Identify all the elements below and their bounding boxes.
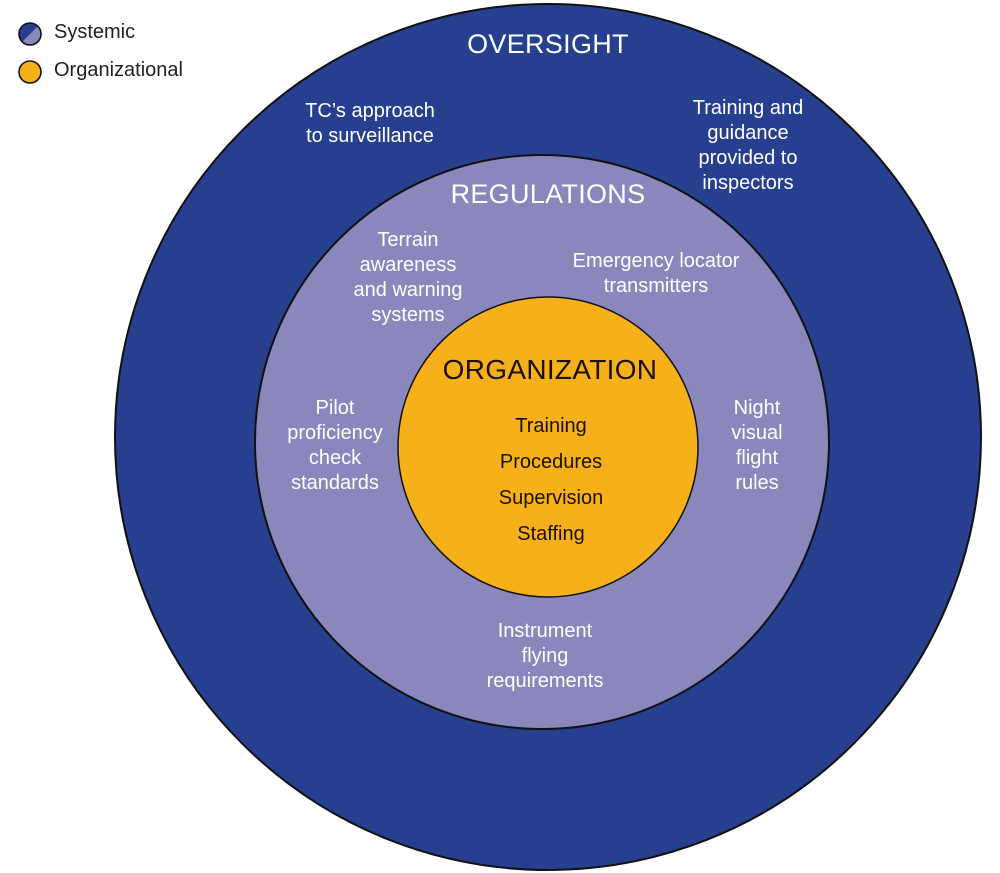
label-line: to surveillance — [306, 125, 434, 147]
organization-circle — [397, 296, 699, 598]
label-line: Night — [733, 397, 781, 419]
label-line: requirements — [486, 670, 604, 692]
regulations-title: REGULATIONS — [450, 179, 646, 209]
label-line: Terrain — [377, 229, 439, 251]
label-line: provided to — [698, 147, 798, 169]
organization-item-supervision: Supervision — [498, 487, 604, 509]
label-line: Pilot — [315, 397, 355, 419]
legend-item-organizational: Organizational — [54, 59, 183, 82]
label-line: check — [308, 447, 362, 469]
label-line: standards — [291, 472, 379, 494]
oversight-item-surveillance: TC’s approach to surveillance — [305, 99, 435, 149]
organization-item-staffing: Staffing — [517, 523, 585, 545]
regulations-item-ifr: Instrument flying requirements — [487, 619, 604, 694]
label-line: TC’s approach — [305, 100, 435, 122]
organization-item-training: Training — [515, 415, 587, 437]
label-line: guidance — [707, 122, 789, 144]
label-line: flying — [521, 645, 569, 667]
organizational-legend-icon — [18, 60, 42, 84]
organization-item-procedures: Procedures — [499, 451, 603, 473]
regulations-item-elt: Emergency locator transmitters — [573, 249, 740, 299]
oversight-title: OVERSIGHT — [467, 29, 629, 59]
systemic-legend-icon — [18, 22, 42, 46]
label-line: Instrument — [497, 620, 593, 642]
label-line: Emergency locator — [572, 250, 740, 272]
label-line: transmitters — [603, 275, 709, 297]
label-line: Training and — [692, 97, 804, 119]
legend-item-systemic: Systemic — [54, 21, 135, 44]
organization-title: ORGANIZATION — [442, 354, 658, 385]
oversight-item-inspector-training: Training and guidance provided to inspec… — [693, 96, 803, 196]
legend-label: Organizational — [54, 59, 183, 81]
label-line: systems — [371, 304, 445, 326]
label-line: flight — [735, 447, 779, 469]
label-line: rules — [735, 472, 779, 494]
label-line: awareness — [359, 254, 457, 276]
legend-label: Systemic — [54, 21, 136, 43]
regulations-item-taws: Terrain awareness and warning systems — [354, 228, 463, 328]
label-line: and warning — [353, 279, 463, 301]
regulations-item-ppc: Pilot proficiency check standards — [287, 396, 383, 496]
regulations-item-night-vfr: Night visual flight rules — [731, 396, 782, 496]
label-line: visual — [731, 422, 783, 444]
label-line: proficiency — [287, 422, 383, 444]
label-line: inspectors — [702, 172, 794, 194]
